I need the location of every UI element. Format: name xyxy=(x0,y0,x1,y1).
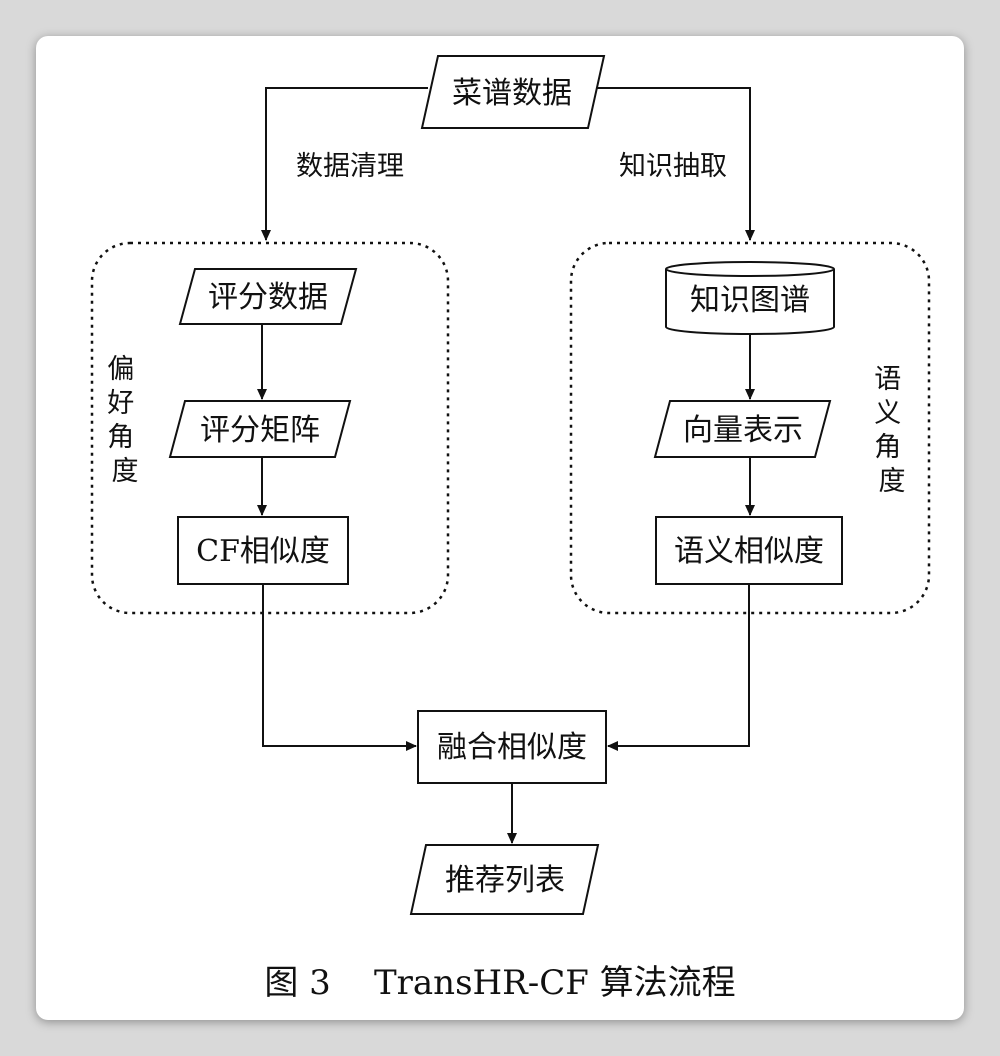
fused-similarity-label: 融合相似度 xyxy=(437,730,587,765)
recipe-data-node xyxy=(420,55,606,129)
edge-cf-to-fused xyxy=(262,584,417,751)
semantic-group-label: 语 义 角 度 xyxy=(874,364,910,497)
edge-label-data-cleaning: 数据清理 xyxy=(296,151,404,182)
recommendation-list-label: 推荐列表 xyxy=(445,863,565,898)
recommendation-list-node xyxy=(409,844,600,915)
preference-group-label: 偏 好 角 度 xyxy=(107,354,143,487)
semantic-similarity-label: 语义相似度 xyxy=(674,534,824,569)
rating-data-node xyxy=(178,268,358,325)
cf-similarity-node xyxy=(177,516,349,585)
edge-label-knowledge-extraction: 知识抽取 xyxy=(619,151,727,182)
vector-repr-label: 向量表示 xyxy=(683,413,803,448)
edge-semantic-to-fused xyxy=(607,584,750,751)
edge-recipe-to-rating xyxy=(261,87,428,241)
rating-matrix-node xyxy=(168,400,352,458)
vector-repr-node xyxy=(653,400,832,458)
figure-caption: 图 3 TransHR-CF 算法流程 xyxy=(264,963,736,1003)
rating-data-label: 评分数据 xyxy=(208,280,328,315)
rating-matrix-label: 评分矩阵 xyxy=(200,413,320,448)
cf-similarity-label: CF相似度 xyxy=(196,534,330,569)
semantic-similarity-node xyxy=(655,516,843,585)
semantic-group-box xyxy=(569,241,931,615)
knowledge-graph-label: 知识图谱 xyxy=(690,283,810,318)
knowledge-graph-node xyxy=(665,261,835,335)
preference-group-box xyxy=(90,241,450,615)
recipe-data-label: 菜谱数据 xyxy=(452,76,572,111)
edge-recipe-to-kg xyxy=(596,87,755,241)
